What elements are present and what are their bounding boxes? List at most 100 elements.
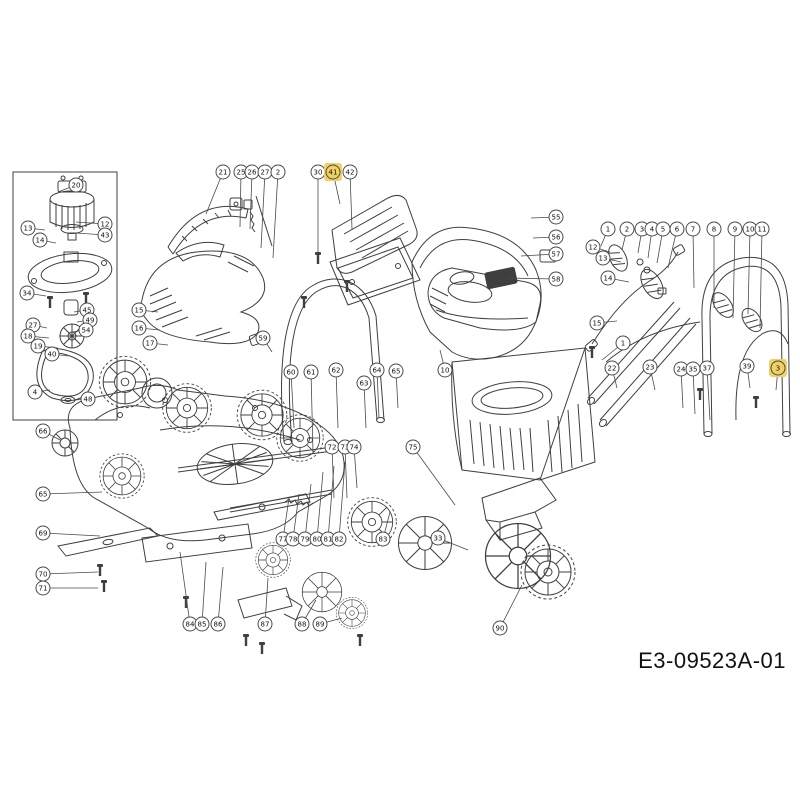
callout-4: 4 (27, 384, 51, 400)
callout-64: 64 (369, 362, 385, 419)
callout-82: 82 (331, 461, 347, 547)
callout-83: 83 (375, 511, 391, 547)
svg-text:23: 23 (646, 363, 655, 371)
svg-text:15: 15 (135, 306, 144, 314)
svg-text:59: 59 (259, 334, 268, 342)
svg-text:78: 78 (289, 535, 298, 543)
callout-10: 10 (742, 221, 758, 315)
svg-text:4: 4 (33, 388, 38, 396)
svg-text:8: 8 (712, 225, 716, 233)
svg-text:11: 11 (758, 225, 767, 233)
callout-54: 54 (71, 322, 94, 338)
svg-text:63: 63 (360, 379, 369, 387)
callout-20: 20 (57, 177, 84, 193)
bag-cover-art (427, 267, 542, 331)
blade-art (57, 493, 364, 655)
svg-text:16: 16 (135, 324, 144, 332)
callout-10: 10 (437, 349, 453, 378)
callout-2: 2 (619, 221, 635, 251)
callout-55: 55 (530, 209, 564, 225)
upper-grip-art (167, 195, 273, 255)
svg-text:66: 66 (39, 427, 48, 435)
svg-text:1: 1 (606, 225, 610, 233)
svg-text:54: 54 (82, 326, 91, 334)
svg-text:33: 33 (434, 534, 443, 542)
callout-15: 15 (589, 315, 618, 331)
callout-81: 81 (320, 465, 336, 547)
svg-text:12: 12 (589, 243, 598, 251)
svg-text:79: 79 (301, 535, 310, 543)
svg-text:12: 12 (101, 220, 110, 228)
callout-3: 3 (769, 359, 787, 391)
svg-text:89: 89 (316, 620, 325, 628)
callout-62: 62 (328, 362, 344, 429)
callout-1: 1 (600, 221, 616, 247)
callout-15: 15 (131, 302, 159, 318)
callout-17: 17 (142, 335, 169, 351)
svg-text:65: 65 (39, 490, 48, 498)
callout-37: 37 (699, 360, 715, 421)
svg-text:3: 3 (776, 364, 780, 372)
callout-48: 48 (74, 391, 96, 407)
callout-71: 71 (35, 580, 98, 596)
svg-text:43: 43 (101, 231, 110, 239)
svg-text:14: 14 (36, 236, 45, 244)
svg-text:37: 37 (703, 364, 712, 372)
svg-text:73: 73 (341, 443, 350, 451)
callout-22: 22 (604, 360, 620, 389)
callout-5: 5 (655, 221, 671, 264)
svg-text:17: 17 (146, 339, 155, 347)
svg-text:75: 75 (409, 443, 418, 451)
svg-text:69: 69 (39, 529, 48, 537)
svg-text:90: 90 (496, 624, 505, 632)
svg-text:85: 85 (198, 620, 207, 628)
svg-text:86: 86 (214, 620, 223, 628)
svg-text:18: 18 (24, 332, 33, 340)
svg-text:82: 82 (335, 535, 344, 543)
callout-40: 40 (44, 346, 69, 362)
svg-text:65: 65 (392, 367, 401, 375)
svg-text:81: 81 (324, 535, 333, 543)
callout-89: 89 (312, 616, 343, 632)
svg-text:9: 9 (733, 225, 737, 233)
svg-text:87: 87 (261, 620, 270, 628)
callout-65: 65 (35, 486, 103, 502)
callout-70: 70 (35, 566, 99, 582)
callout-61: 61 (303, 364, 319, 453)
callout-6: 6 (667, 221, 685, 269)
callout-86: 86 (210, 566, 226, 632)
svg-text:35: 35 (689, 365, 698, 373)
svg-text:49: 49 (86, 316, 95, 324)
svg-text:26: 26 (248, 168, 257, 176)
callout-90: 90 (492, 584, 523, 636)
diagram-part-number: E3-09523A-01 (638, 648, 786, 673)
svg-text:62: 62 (332, 366, 341, 374)
callout-1: 1 (601, 335, 631, 361)
svg-text:83: 83 (379, 535, 388, 543)
svg-text:74: 74 (350, 443, 359, 451)
callout-2: 2 (270, 164, 286, 259)
svg-text:15: 15 (593, 319, 602, 327)
callout-69: 69 (35, 525, 101, 541)
callout-39: 39 (739, 358, 755, 389)
callout-58: 58 (505, 271, 564, 287)
svg-text:39: 39 (743, 362, 752, 370)
svg-text:5: 5 (661, 225, 665, 233)
svg-text:10: 10 (441, 366, 450, 374)
callout-33: 33 (430, 530, 469, 551)
svg-text:77: 77 (279, 535, 288, 543)
center-handle-art (248, 278, 385, 445)
deck-plate-art (27, 251, 113, 294)
callout-14: 14 (32, 232, 57, 248)
callout-18: 18 (20, 328, 50, 344)
callout-27: 27 (257, 164, 273, 249)
svg-text:72: 72 (328, 443, 337, 451)
svg-text:64: 64 (373, 366, 382, 374)
svg-text:58: 58 (552, 275, 561, 283)
svg-text:20: 20 (72, 181, 81, 189)
callout-27: 27 (25, 317, 48, 333)
svg-text:41: 41 (329, 168, 338, 176)
svg-text:42: 42 (346, 168, 355, 176)
